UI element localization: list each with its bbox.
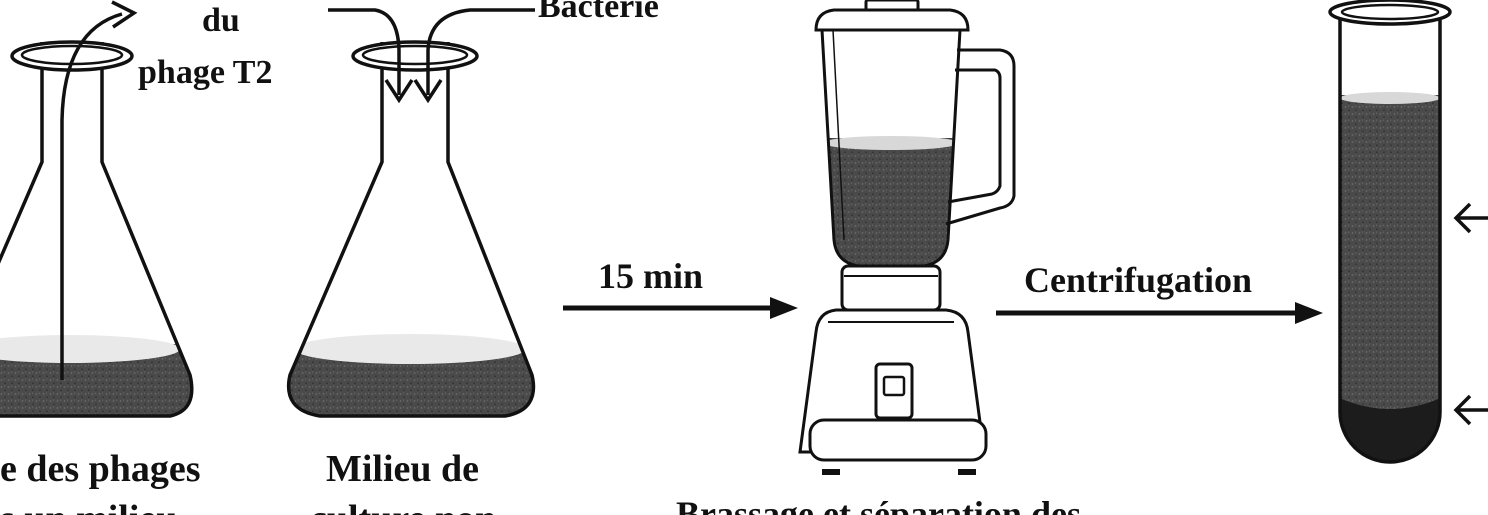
blender-foot xyxy=(808,418,988,462)
flask2-caption-line1: Milieu de xyxy=(326,448,480,490)
phage-addition-arrow xyxy=(328,8,401,95)
arrow-head-icon xyxy=(770,297,798,319)
arrow-head-icon xyxy=(1453,202,1472,234)
flask1-caption-line2: s un milieu xyxy=(0,500,177,515)
blender-collar xyxy=(840,264,942,312)
flask2-outline xyxy=(286,42,536,418)
blender-liquid xyxy=(822,136,960,266)
arrow-head-icon xyxy=(1295,302,1323,324)
label-centrifugation: Centrifugation xyxy=(1024,260,1252,300)
arrow-head-icon xyxy=(384,79,414,104)
test-tube xyxy=(1328,0,1488,464)
label-15-min: 15 min xyxy=(598,256,704,296)
tube-outline xyxy=(1338,14,1442,464)
bacteria-addition-arrow xyxy=(426,8,535,95)
tube-contents xyxy=(1340,92,1440,462)
tube-rim xyxy=(1328,0,1452,26)
flask1-caption-line1: e des phages xyxy=(0,448,201,490)
flask-phage-culture xyxy=(0,0,194,418)
flask1-extraction-arrow xyxy=(60,12,123,380)
flask-culture-medium xyxy=(286,8,536,418)
arrow-centrifugation xyxy=(996,302,1323,324)
arrow-head-icon xyxy=(111,0,138,29)
arrow-head-icon xyxy=(413,79,443,104)
blender-caption: Brassage et séparation des xyxy=(676,494,1081,515)
blender-lid xyxy=(814,8,970,32)
arrow-head-icon xyxy=(1453,394,1472,426)
arrow-15-min xyxy=(563,297,798,319)
blender-handle xyxy=(945,48,1016,226)
blender xyxy=(798,0,1016,475)
blender-button xyxy=(882,375,906,397)
label-bacterie: Bactérie xyxy=(538,0,659,25)
flask1-liquid xyxy=(0,335,192,416)
label-du: du xyxy=(202,2,240,39)
flask2-caption-line2: culture non xyxy=(310,500,496,515)
label-phage-t2: phage T2 xyxy=(138,54,273,91)
flask2-liquid xyxy=(288,334,534,416)
flask1-outline xyxy=(0,42,194,418)
